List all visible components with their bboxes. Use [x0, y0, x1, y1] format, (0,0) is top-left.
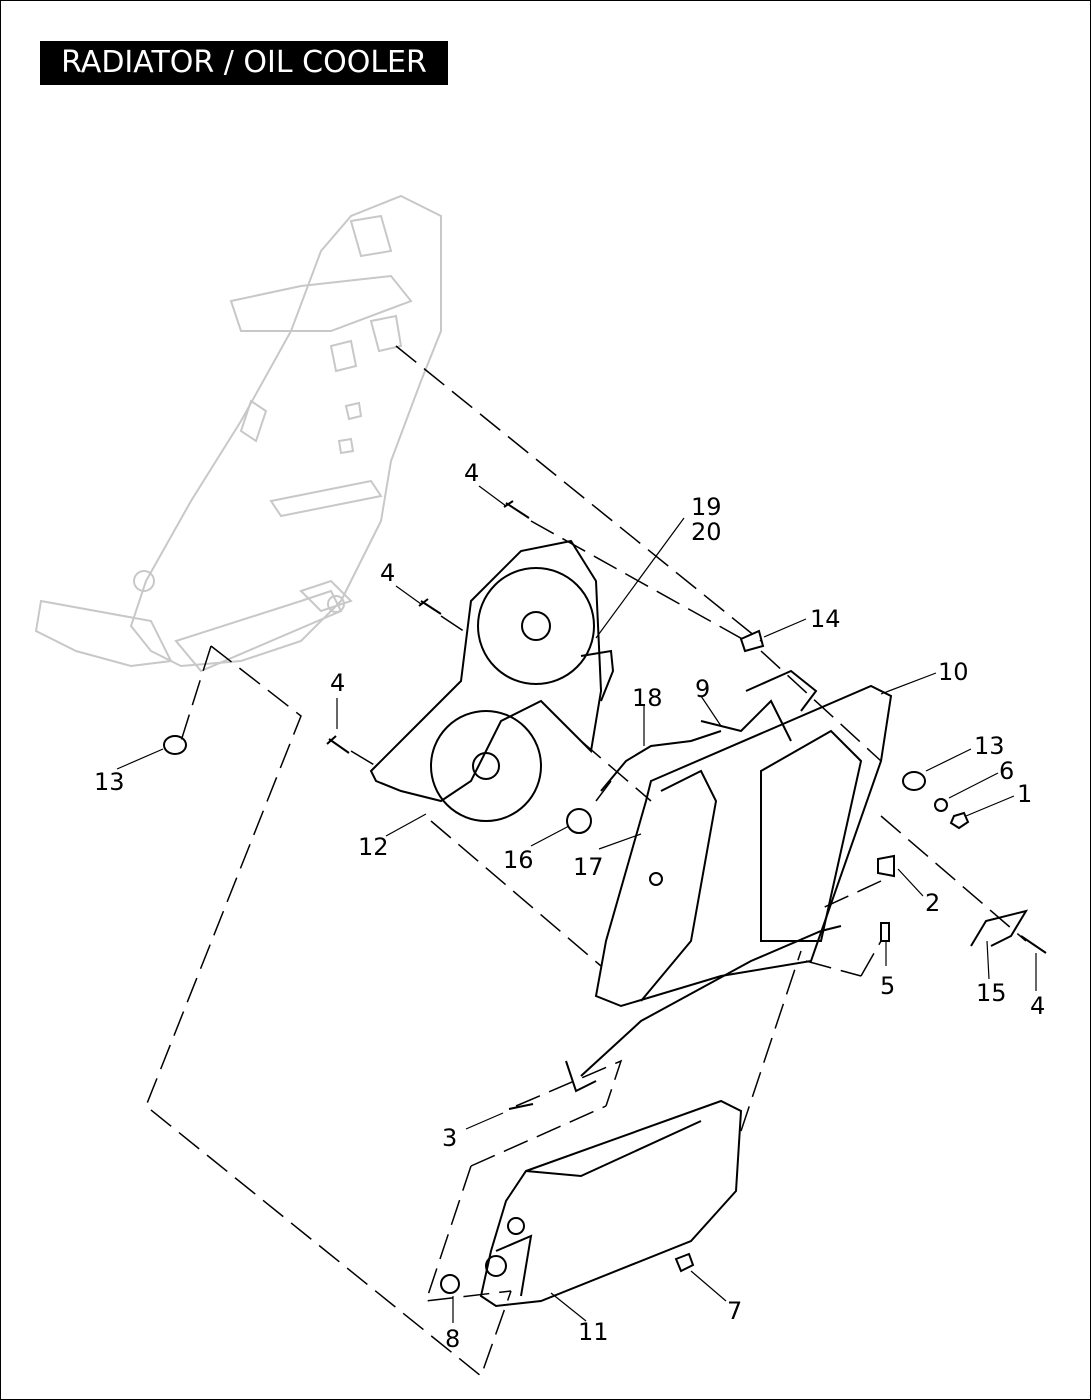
radiator — [594, 669, 893, 1008]
screw-5 — [880, 922, 890, 942]
callout-4-right: 4 — [1030, 992, 1045, 1020]
callout-8: 8 — [445, 1325, 460, 1353]
bolt-mid — [418, 598, 442, 615]
bracket-15 — [970, 909, 1029, 947]
callout-6: 6 — [999, 757, 1014, 785]
callout-20: 20 — [691, 518, 722, 546]
callout-4-mid: 4 — [380, 559, 395, 587]
callout-5: 5 — [880, 972, 895, 1000]
callout-16: 16 — [503, 846, 534, 874]
bolt-3 — [508, 1103, 534, 1110]
callout-7: 7 — [727, 1297, 742, 1325]
callout-2: 2 — [925, 889, 940, 917]
nut — [949, 811, 970, 830]
callout-13-right: 13 — [974, 732, 1005, 760]
callout-10: 10 — [938, 658, 969, 686]
motorcycle-frame-ghost — [34, 194, 442, 673]
fan-shroud-assembly — [369, 539, 615, 822]
callout-1: 1 — [1017, 780, 1032, 808]
oil-cooler — [479, 1099, 743, 1308]
fan-clip — [566, 808, 592, 834]
callout-18: 18 — [632, 684, 663, 712]
title-bar: RADIATOR / OIL COOLER — [40, 41, 448, 85]
callout-17: 17 — [573, 853, 604, 881]
nut-7 — [674, 1252, 695, 1273]
small-parts — [163, 500, 1047, 1294]
callout-3: 3 — [442, 1124, 457, 1152]
o-ring — [440, 1274, 460, 1294]
bolt-right — [1020, 935, 1047, 954]
bolt-left — [326, 735, 350, 754]
drain-plug — [877, 854, 895, 878]
washer — [934, 798, 948, 812]
callout-15: 15 — [976, 979, 1007, 1007]
callout-14: 14 — [810, 605, 841, 633]
page-title: RADIATOR / OIL COOLER — [61, 45, 427, 80]
leader-lines — [116, 485, 1037, 1323]
grommet-left — [163, 735, 187, 755]
callout-11: 11 — [578, 1318, 609, 1346]
coolant-hoses — [565, 730, 842, 1093]
callout-12: 12 — [358, 833, 389, 861]
callout-labels: 1 2 3 4 4 4 4 5 6 7 8 9 10 11 12 13 13 1… — [94, 459, 1045, 1353]
callout-19: 19 — [691, 493, 722, 521]
spacer — [739, 629, 765, 653]
callout-4-left: 4 — [330, 669, 345, 697]
bolt-top — [503, 500, 530, 519]
callout-9: 9 — [695, 675, 710, 703]
grommet-right — [902, 771, 926, 791]
callout-4-top: 4 — [464, 459, 479, 487]
callout-13-left: 13 — [94, 768, 125, 796]
